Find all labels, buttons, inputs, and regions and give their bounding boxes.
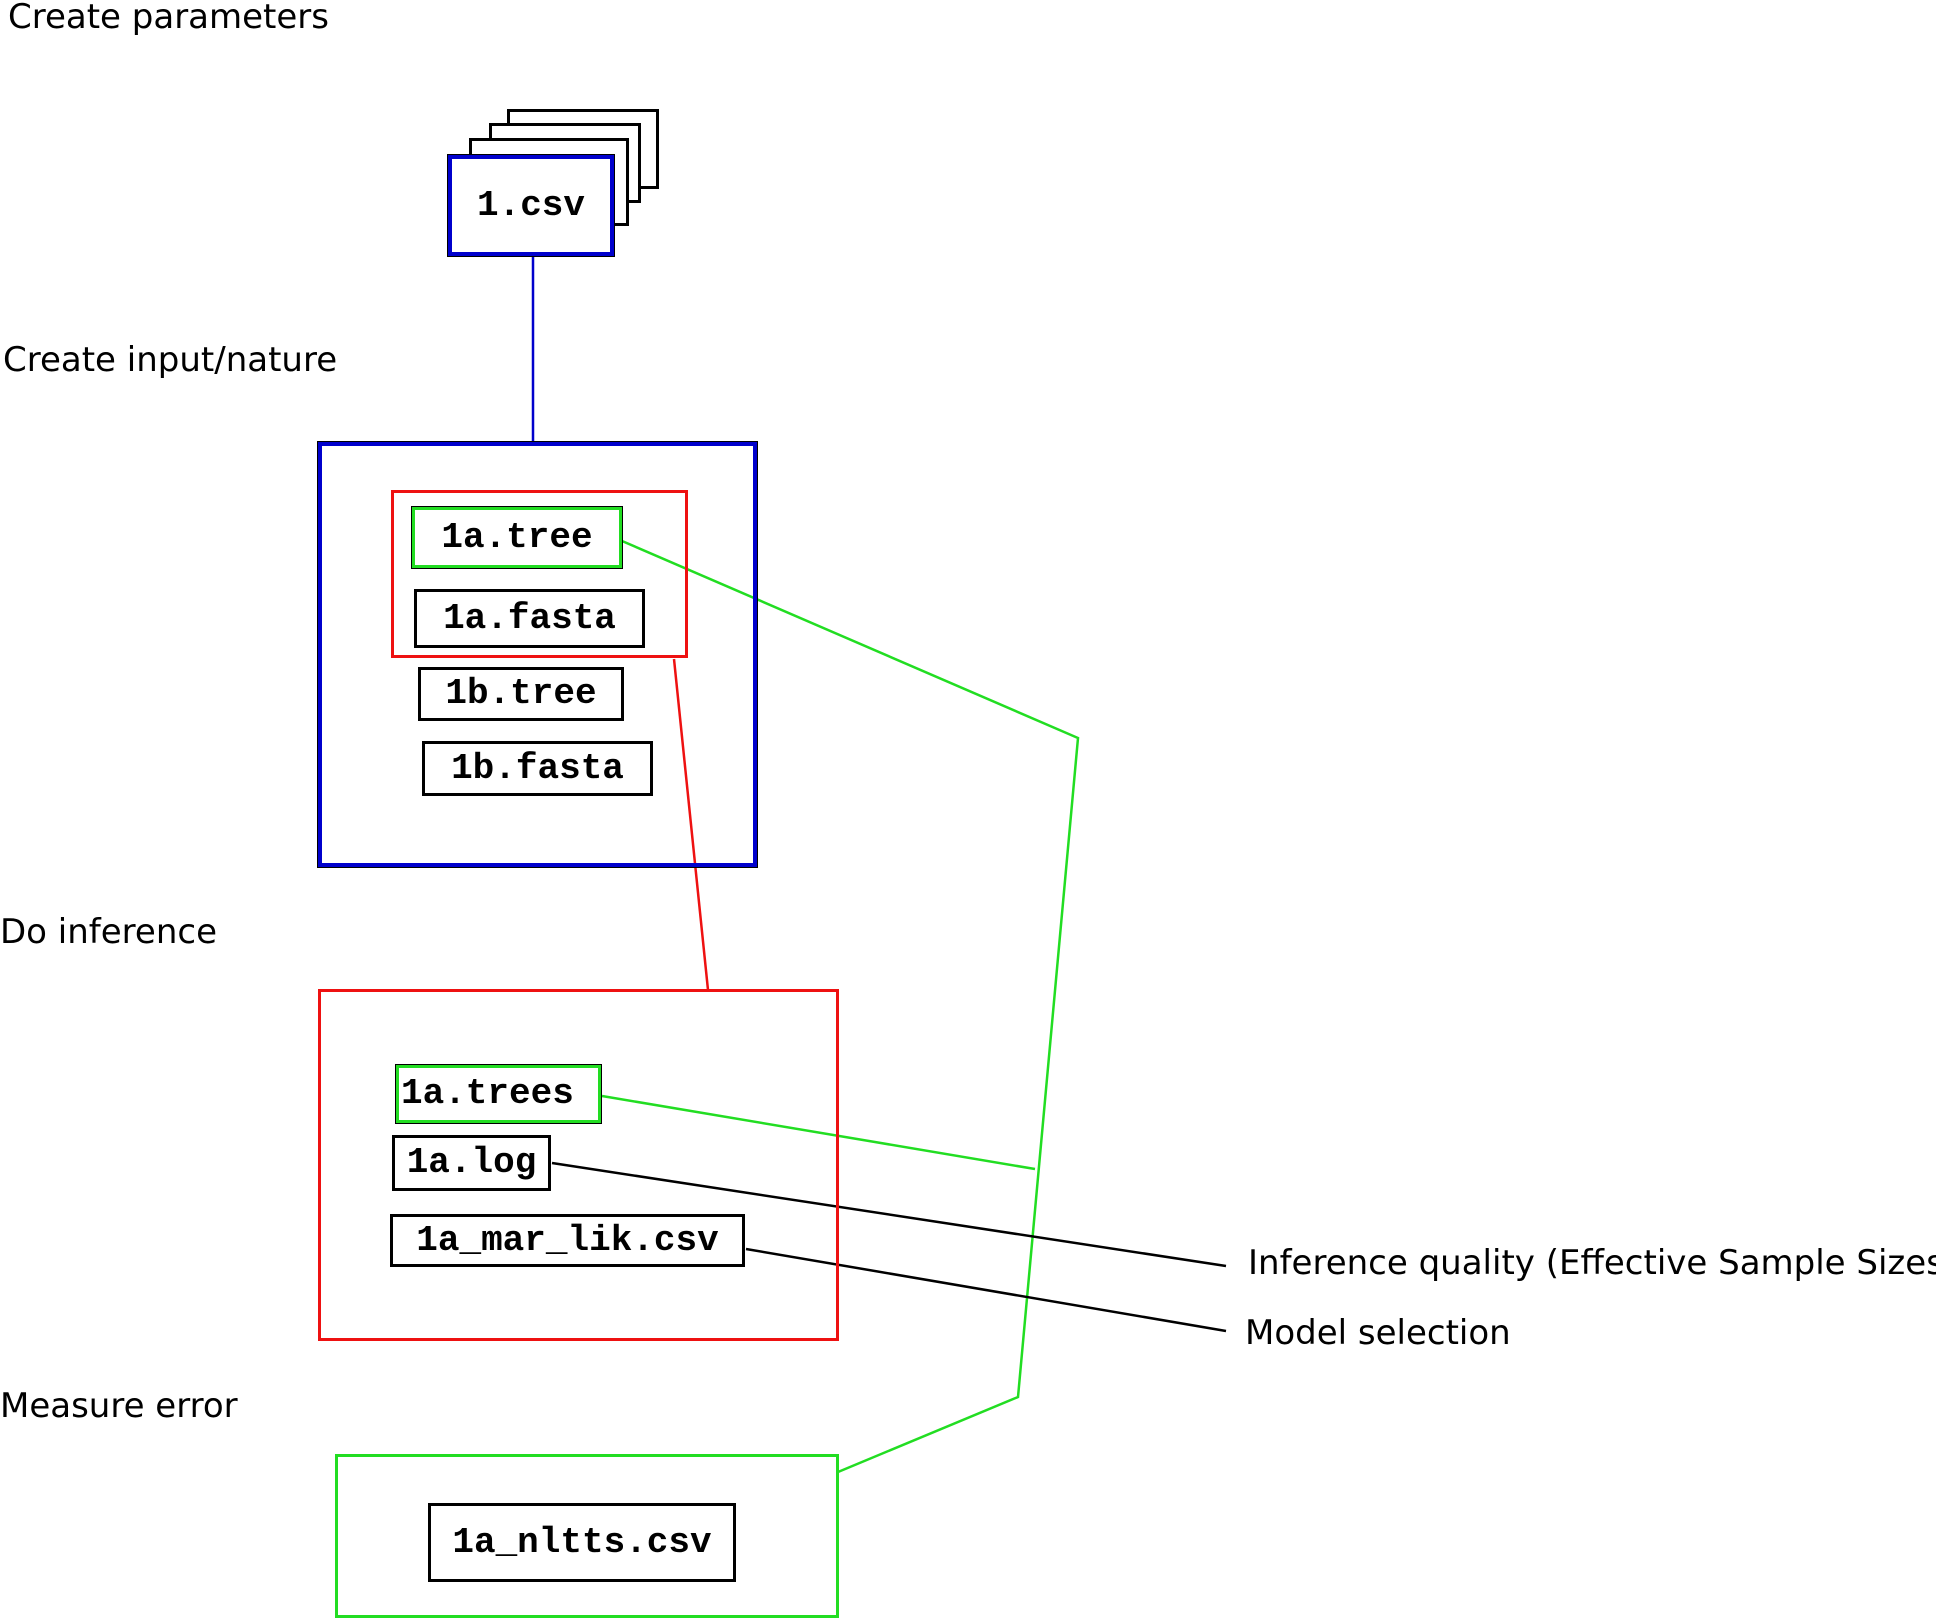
input-nature-frame (318, 442, 757, 867)
input-1a-group-frame (391, 490, 688, 658)
stage-label-create-input-nature: Create input/nature (3, 340, 338, 380)
marlik-to-model-selection-connector (745, 1247, 1227, 1333)
stage-label-create-parameters: Create parameters (8, 0, 329, 37)
tree-to-error-connector (621, 539, 1080, 1474)
fasta-1a-file: 1a.fasta (414, 589, 645, 648)
log-1a-file: 1a.log (392, 1135, 551, 1191)
tree-1a-file: 1a.tree (412, 507, 622, 568)
fasta-1b-file: 1b.fasta (422, 741, 653, 796)
inference-frame (318, 989, 839, 1341)
mar-lik-1a-file: 1a_mar_lik.csv (390, 1214, 745, 1267)
stage-label-do-inference: Do inference (0, 912, 217, 952)
stage-label-measure-error: Measure error (0, 1386, 238, 1426)
log-to-quality-connector (551, 1161, 1227, 1268)
nltts-1a-file: 1a_nltts.csv (428, 1503, 736, 1582)
input-to-inference-connector (672, 658, 710, 991)
trees-to-error-connector (601, 1094, 1036, 1171)
parameters-csv-file: 1.csv (448, 155, 614, 256)
trees-1a-file: 1a.trees (396, 1065, 601, 1123)
tree-1b-file: 1b.tree (418, 667, 624, 721)
measure-error-frame (335, 1454, 839, 1618)
inference-quality-label: Inference quality (Effective Sample Size… (1248, 1243, 1936, 1283)
model-selection-label: Model selection (1245, 1313, 1511, 1353)
